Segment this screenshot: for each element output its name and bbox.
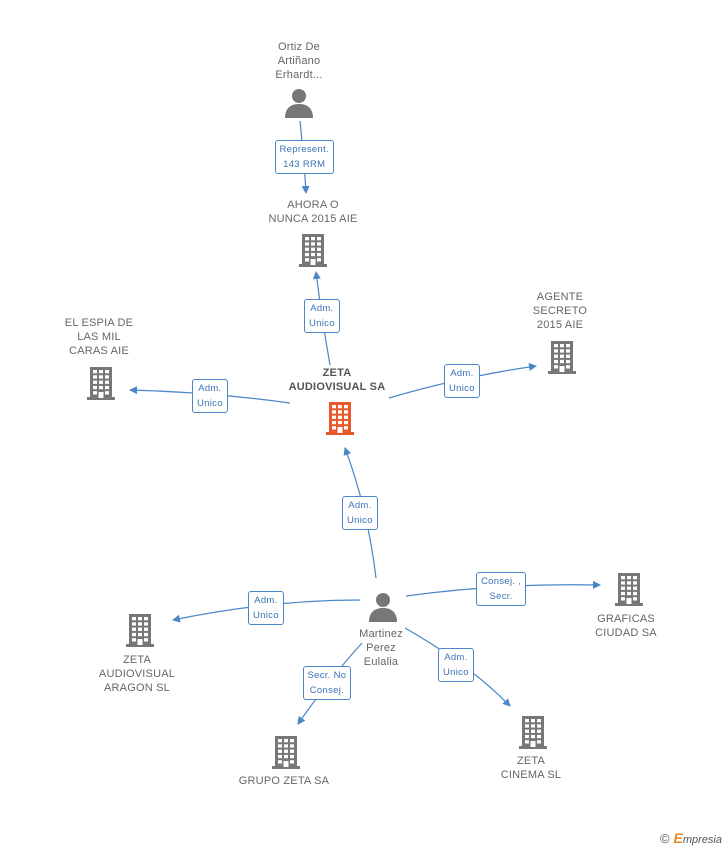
building-icon-zeta_audiovisual[interactable] <box>324 401 356 440</box>
node-label-ortiz[interactable]: Ortiz De Artiñano Erhardt... <box>275 41 323 81</box>
building-icon-zeta_aragon[interactable] <box>124 613 156 652</box>
node-label-zeta_aragon[interactable]: ZETA AUDIOVISUAL ARAGON SL <box>98 654 176 694</box>
node-label-zeta_audiovisual[interactable]: ZETA AUDIOVISUAL SA <box>288 367 386 393</box>
building-icon-espia[interactable] <box>85 366 117 405</box>
relationship-label-zeta_audiovisual-to-ahora: Adm. Unico <box>304 299 340 333</box>
node-label-agente[interactable]: AGENTE SECRETO 2015 AIE <box>532 291 588 331</box>
relationship-label-martinez-to-zeta_cinema: Adm. Unico <box>438 648 474 682</box>
building-icon-ahora[interactable] <box>297 233 329 272</box>
relationship-label-martinez-to-grupo_zeta: Secr. No Consej. <box>302 666 352 700</box>
node-label-zeta_cinema[interactable]: ZETA CINEMA SL <box>500 755 562 781</box>
relationship-label-zeta_audiovisual-to-espia: Adm. Unico <box>192 379 228 413</box>
node-label-graficas[interactable]: GRAFICAS CIUDAD SA <box>595 613 657 639</box>
node-label-ahora[interactable]: AHORA O NUNCA 2015 AIE <box>268 199 358 225</box>
footer: ©Empresia <box>660 830 722 846</box>
building-icon-agente[interactable] <box>546 340 578 379</box>
building-icon-graficas[interactable] <box>613 572 645 611</box>
node-label-grupo_zeta[interactable]: GRUPO ZETA SA <box>238 775 330 787</box>
person-icon-martinez[interactable] <box>368 592 398 627</box>
building-icon-zeta_cinema[interactable] <box>517 715 549 754</box>
building-icon-grupo_zeta[interactable] <box>270 735 302 774</box>
copyright-icon: © <box>659 831 670 846</box>
relationship-label-zeta_audiovisual-to-agente: Adm. Unico <box>444 364 480 398</box>
relationship-label-ortiz-to-ahora: Represent. 143 RRM <box>274 140 334 174</box>
relationship-label-martinez-to-zeta_audiovisual: Adm. Unico <box>342 496 378 530</box>
brand-logo[interactable]: Empresia <box>673 830 722 846</box>
relationship-label-martinez-to-zeta_aragon: Adm. Unico <box>248 591 284 625</box>
node-label-espia[interactable]: EL ESPIA DE LAS MIL CARAS AIE <box>64 317 134 357</box>
node-label-martinez[interactable]: Martinez Perez Eulalia <box>359 628 403 668</box>
relationship-label-martinez-to-graficas: Consej. , Secr. <box>476 572 527 606</box>
person-icon-ortiz[interactable] <box>284 88 314 123</box>
